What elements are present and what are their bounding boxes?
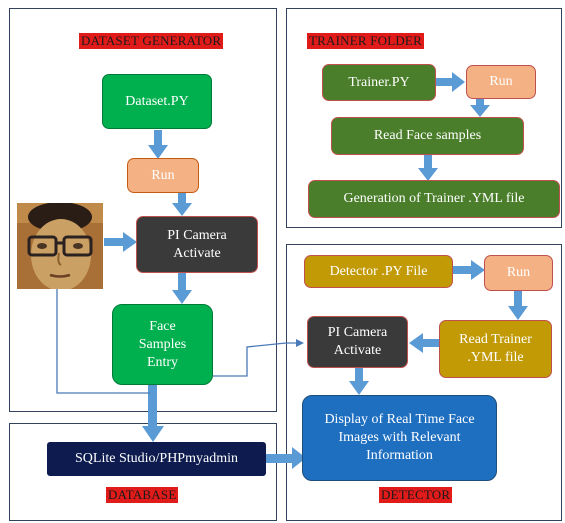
- run-trainer-box: Run: [466, 65, 536, 99]
- arrow-run-to-read: [476, 98, 484, 106]
- arrow-db-to-display: [266, 454, 294, 463]
- line-photo-to-db: [56, 289, 150, 394]
- arrow-run-to-camera: [178, 192, 186, 204]
- person-face-photo-icon: [17, 203, 103, 289]
- face-samples-entry-box: Face Samples Entry: [112, 304, 213, 385]
- arrow-run-to-read-trainer: [514, 291, 522, 307]
- run-detector-box: Run: [484, 255, 553, 291]
- arrow-trainer-to-run: [436, 78, 454, 86]
- arrow-camera2-to-display: [355, 368, 363, 382]
- pi-camera-activate-box-2: PI Camera Activate: [307, 316, 408, 368]
- arrow-dataset-to-run: [154, 130, 162, 146]
- read-trainer-yml-box: Read Trainer .YML file: [439, 320, 552, 378]
- database-label: DATABASE: [106, 487, 179, 503]
- arrow-read-to-generation: [424, 155, 432, 169]
- arrow-photo-to-camera: [104, 238, 124, 246]
- arrow-detector-to-run: [453, 266, 473, 274]
- dataset-py-box: Dataset.PY: [102, 74, 212, 129]
- trainer-py-box: Trainer.PY: [322, 64, 436, 101]
- detector-label: DETECTOR: [379, 487, 453, 503]
- arrow-samples-to-db: [148, 385, 157, 427]
- run-dataset-box: Run: [127, 158, 199, 193]
- arrow-read-trainer-to-camera: [422, 339, 440, 347]
- pi-camera-activate-box-1: PI Camera Activate: [136, 216, 258, 273]
- trainer-folder-label: TRAINER FOLDER: [307, 33, 424, 49]
- read-face-samples-box: Read Face samples: [331, 117, 524, 155]
- dataset-generator-label: DATASET GENERATOR: [79, 33, 224, 49]
- generation-trainer-box: Generation of Trainer .YML file: [308, 180, 560, 218]
- display-real-time-box: Display of Real Time Face Images with Re…: [302, 395, 497, 481]
- detector-py-box: Detector .PY File: [304, 255, 453, 288]
- line-samples-to-camera2: [213, 339, 304, 377]
- arrow-camera-to-samples: [178, 273, 186, 291]
- sqlite-studio-box: SQLite Studio/PHPmyadmin: [47, 442, 266, 476]
